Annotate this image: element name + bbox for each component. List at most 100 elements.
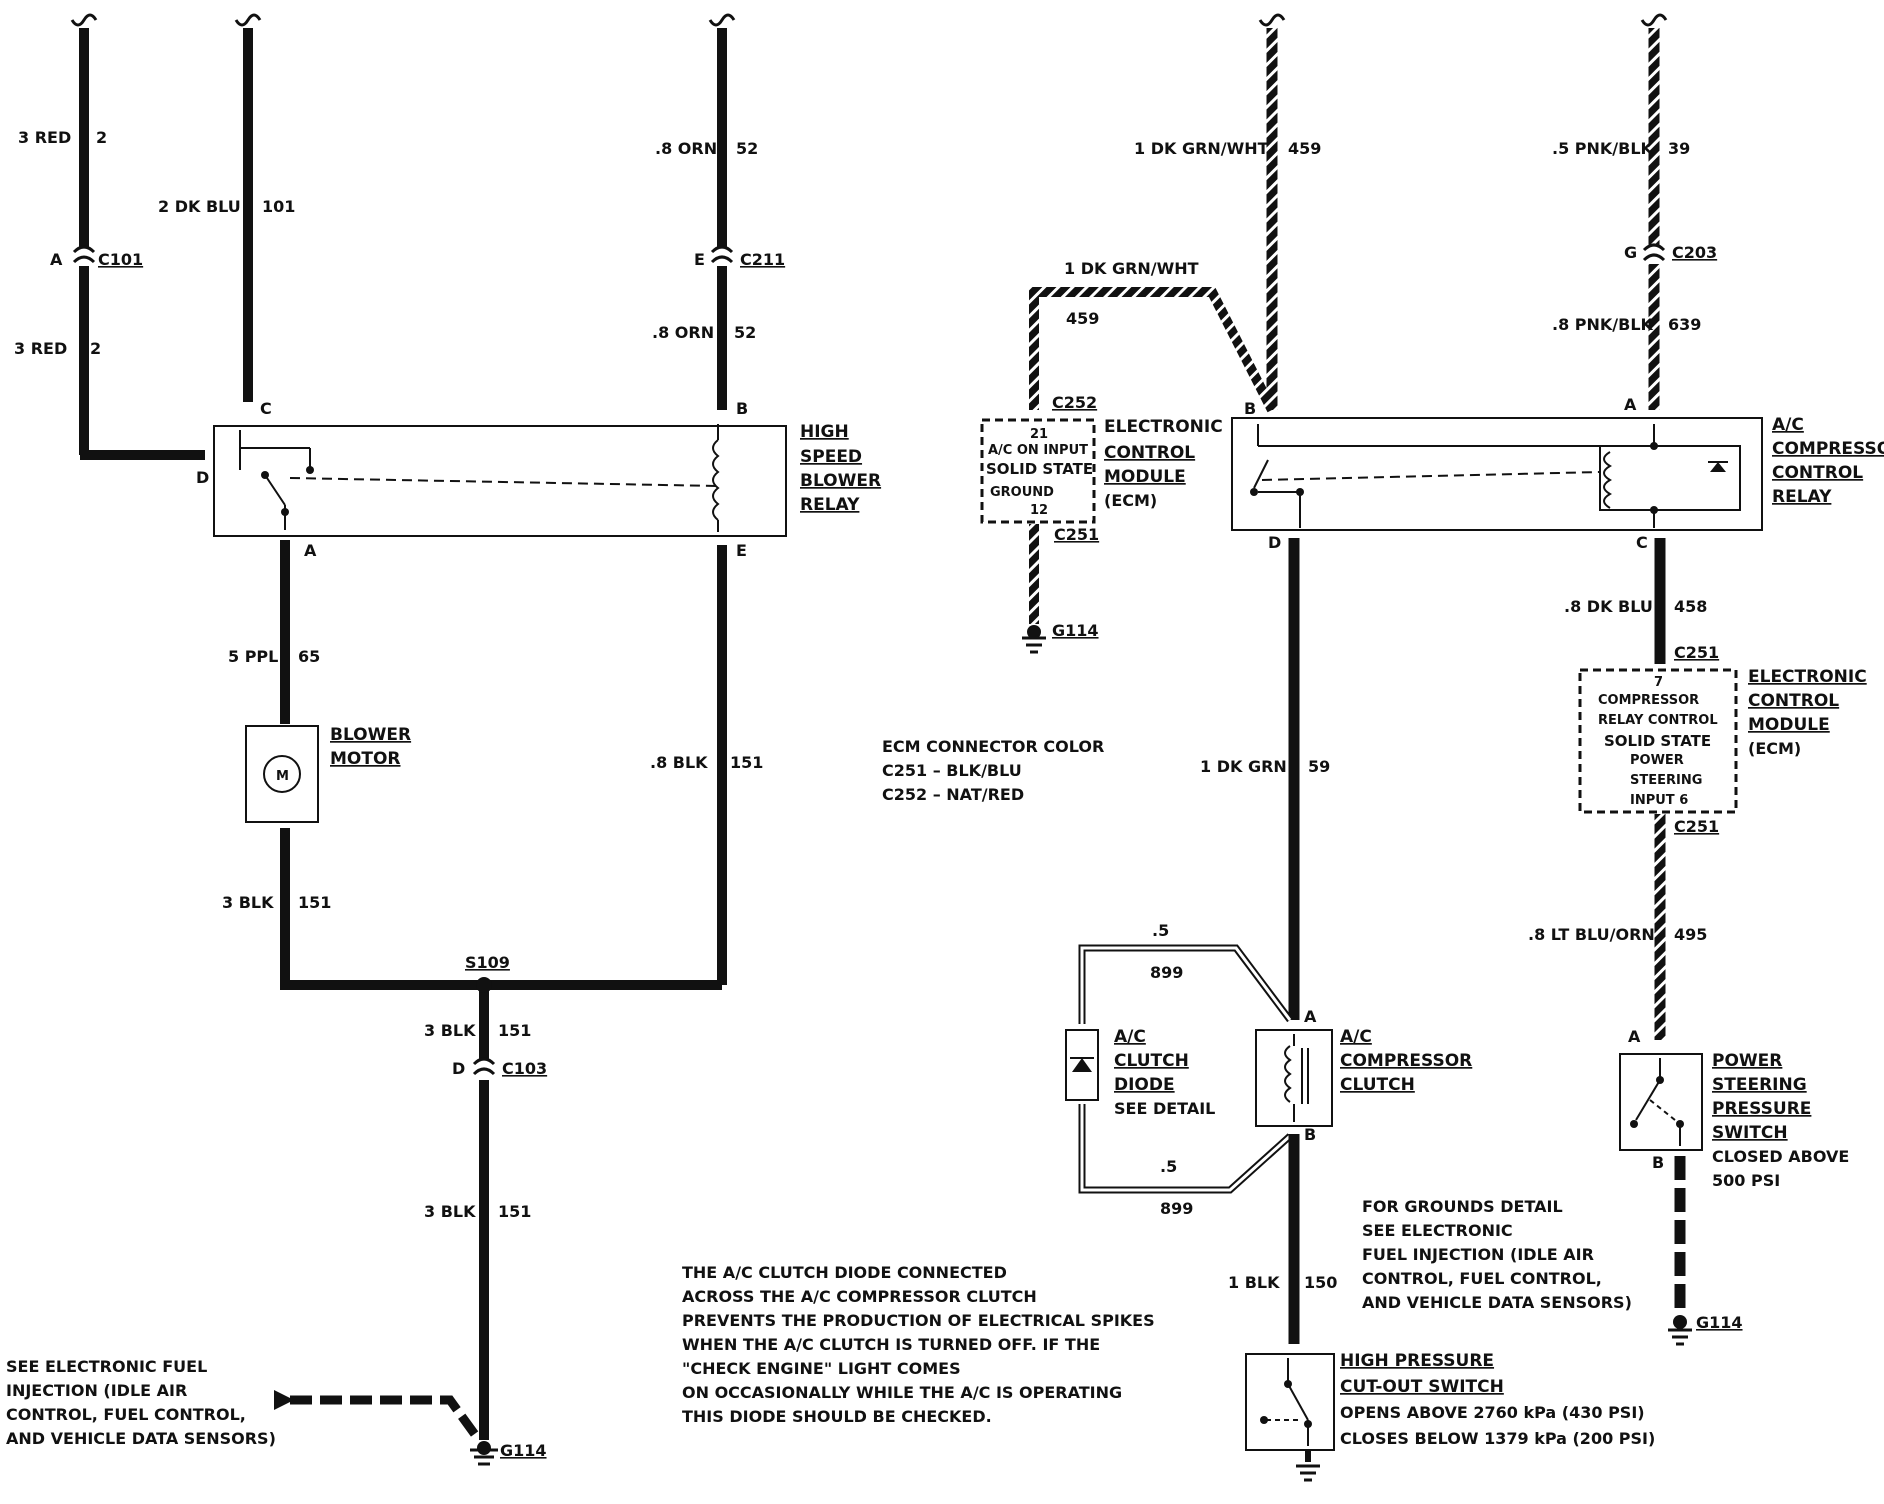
pin-a-acrelay-label: A [1624,395,1637,414]
ground-g114-left-label: G114 [500,1441,547,1460]
splice-s109 [476,977,492,993]
hp-switch-label-2: CUT-OUT SWITCH [1340,1377,1504,1397]
wire-65-circuit-label: 65 [298,647,320,666]
ecm2-label-1: ELECTRONIC [1748,667,1867,687]
efi-reference-arrow [290,1395,480,1439]
ac-relay-label-4: RELAY [1772,487,1832,507]
ground-g114-ps [1668,1328,1692,1346]
connector-c103-label: C103 [502,1059,547,1078]
wire-495-circuit-label: 495 [1674,925,1707,944]
ground-g114-ps-label: G114 [1696,1313,1743,1332]
pin-c-label: C [260,399,272,418]
wire-459a-gauge-label: 1 DK GRN/WHT [1134,139,1269,158]
see-efi-note-2: INJECTION (IDLE AIR [6,1381,187,1400]
diode-note-1: THE A/C CLUTCH DIODE CONNECTED [682,1263,1007,1282]
wire-52-circuit-label: 52 [736,139,758,158]
wire-150-circuit-label: 150 [1304,1273,1337,1292]
grounds-note-1: FOR GROUNDS DETAIL [1362,1197,1563,1216]
wire-59-gauge-label: 1 DK GRN [1200,757,1287,776]
pin-c-acrelay-label: C [1636,533,1648,552]
wire-459b-gauge-label: 1 DK GRN/WHT [1064,259,1199,278]
ecm1-label-3: MODULE [1104,467,1186,487]
ecm2-compressor: COMPRESSOR [1598,693,1699,708]
ps-switch-label-3: PRESSURE [1712,1099,1811,1119]
pin-g-label: G [1624,243,1637,262]
ecm1-solid-state: SOLID STATE [986,460,1093,478]
grounds-note-4: CONTROL, FUEL CONTROL, [1362,1269,1602,1288]
ground-g114-ecm [1022,636,1046,654]
relay-label-line3: BLOWER [800,471,881,491]
connector-c211-label: C211 [740,250,785,269]
connector-c203 [1642,243,1666,262]
wire-151b-circuit-label: 151 [298,893,331,912]
blower-motor-label1: BLOWER [330,725,411,745]
ecm2-label-2: CONTROL [1748,691,1839,711]
splice-s109-label: S109 [465,953,510,972]
pin-e-relay-label: E [736,541,747,560]
wire-458-circuit-label: 458 [1674,597,1707,616]
hp-switch-note-2: CLOSES BELOW 1379 kPa (200 PSI) [1340,1429,1655,1448]
ac-relay-label-2: COMPRESSOR [1772,439,1884,459]
hp-switch-label-1: HIGH PRESSURE [1340,1351,1494,1371]
grounds-note-5: AND VEHICLE DATA SENSORS) [1362,1293,1632,1312]
relay-label-line2: SPEED [800,447,862,467]
wire-52b-circuit-label: 52 [734,323,756,342]
wire-899b-gauge-label: .5 [1160,1157,1177,1176]
wire-151c-gauge-label: 3 BLK [424,1021,476,1040]
ecm1-pin-21: 21 [1030,427,1048,442]
connector-c101 [72,245,96,264]
wire-899b-circuit-label: 899 [1160,1199,1193,1218]
pin-a-relay-label: A [304,541,317,560]
ground-g114-ecm-label: G114 [1052,621,1099,640]
ecm1-label-4: (ECM) [1104,491,1157,510]
wire-150-gauge-label: 1 BLK [1228,1273,1280,1292]
wire-899a-gauge-label: .5 [1152,921,1169,940]
diode-note-6: ON OCCASIONALLY WHILE THE A/C IS OPERATI… [682,1383,1122,1402]
ecm2-solid-state: SOLID STATE [1604,732,1711,750]
connector-c251c-label: C251 [1674,817,1719,836]
ps-switch-label-2: STEERING [1712,1075,1807,1095]
high-pressure-cutout-switch [1245,1353,1335,1451]
wire-151b-gauge-label: 3 BLK [222,893,274,912]
pin-b-clutch-label: B [1304,1125,1316,1144]
wire-151a-circuit-label: 151 [730,753,763,772]
diode-note-5: "CHECK ENGINE" LIGHT COMES [682,1359,961,1378]
connector-c101-label: C101 [98,250,143,269]
ac-diode-note: SEE DETAIL [1114,1099,1215,1118]
wire-899a-circuit-label: 899 [1150,963,1183,982]
ac-relay-symbol [1253,424,1741,528]
wire-39-circuit-label: 39 [1668,139,1690,158]
ecm2-relay-control: RELAY CONTROL [1598,713,1718,728]
pin-a-clutch-label: A [1304,1007,1317,1026]
pin-e-label: E [694,250,705,269]
ecm2-steering: STEERING [1630,773,1702,788]
wire-65-gauge-label: 5 PPL [228,647,278,666]
pin-a-label: A [50,250,63,269]
diode-note-4: WHEN THE A/C CLUTCH IS TURNED OFF. IF TH… [682,1335,1100,1354]
diode-note-2: ACROSS THE A/C COMPRESSOR CLUTCH [682,1287,1037,1306]
wire-458-gauge-label: .8 DK BLU [1564,597,1653,616]
wire-2-gauge-label: 3 RED [18,128,71,147]
see-efi-note-3: CONTROL, FUEL CONTROL, [6,1405,246,1424]
ecm-color-note-title: ECM CONNECTOR COLOR [882,737,1104,756]
ecm2-input-6: INPUT 6 [1630,793,1688,808]
ac-compressor-control-relay [1231,417,1763,531]
wire-2b-gauge-label: 3 RED [14,339,67,358]
blower-motor-label2: MOTOR [330,749,401,769]
wire-151c-circuit-label: 151 [498,1021,531,1040]
motor-symbol: M [276,769,289,784]
blower-motor [245,725,319,823]
ecm-color-note-c251: C251 – BLK/BLU [882,761,1022,780]
wire-52b-gauge-label: .8 ORN [652,323,714,342]
wire-151-blk [280,545,727,1440]
ps-switch-label-1: POWER [1712,1051,1782,1071]
ps-switch-note-1: CLOSED ABOVE [1712,1147,1849,1166]
ac-relay-label-3: CONTROL [1772,463,1863,483]
ecm1-label-2: CONTROL [1104,443,1195,463]
connector-c251b-label: C251 [1674,643,1719,662]
wire-151d-gauge-label: 3 BLK [424,1202,476,1221]
ac-clutch-label-3: CLUTCH [1340,1075,1415,1095]
wire-151a-gauge-label: .8 BLK [650,753,708,772]
connector-c211 [710,245,734,264]
